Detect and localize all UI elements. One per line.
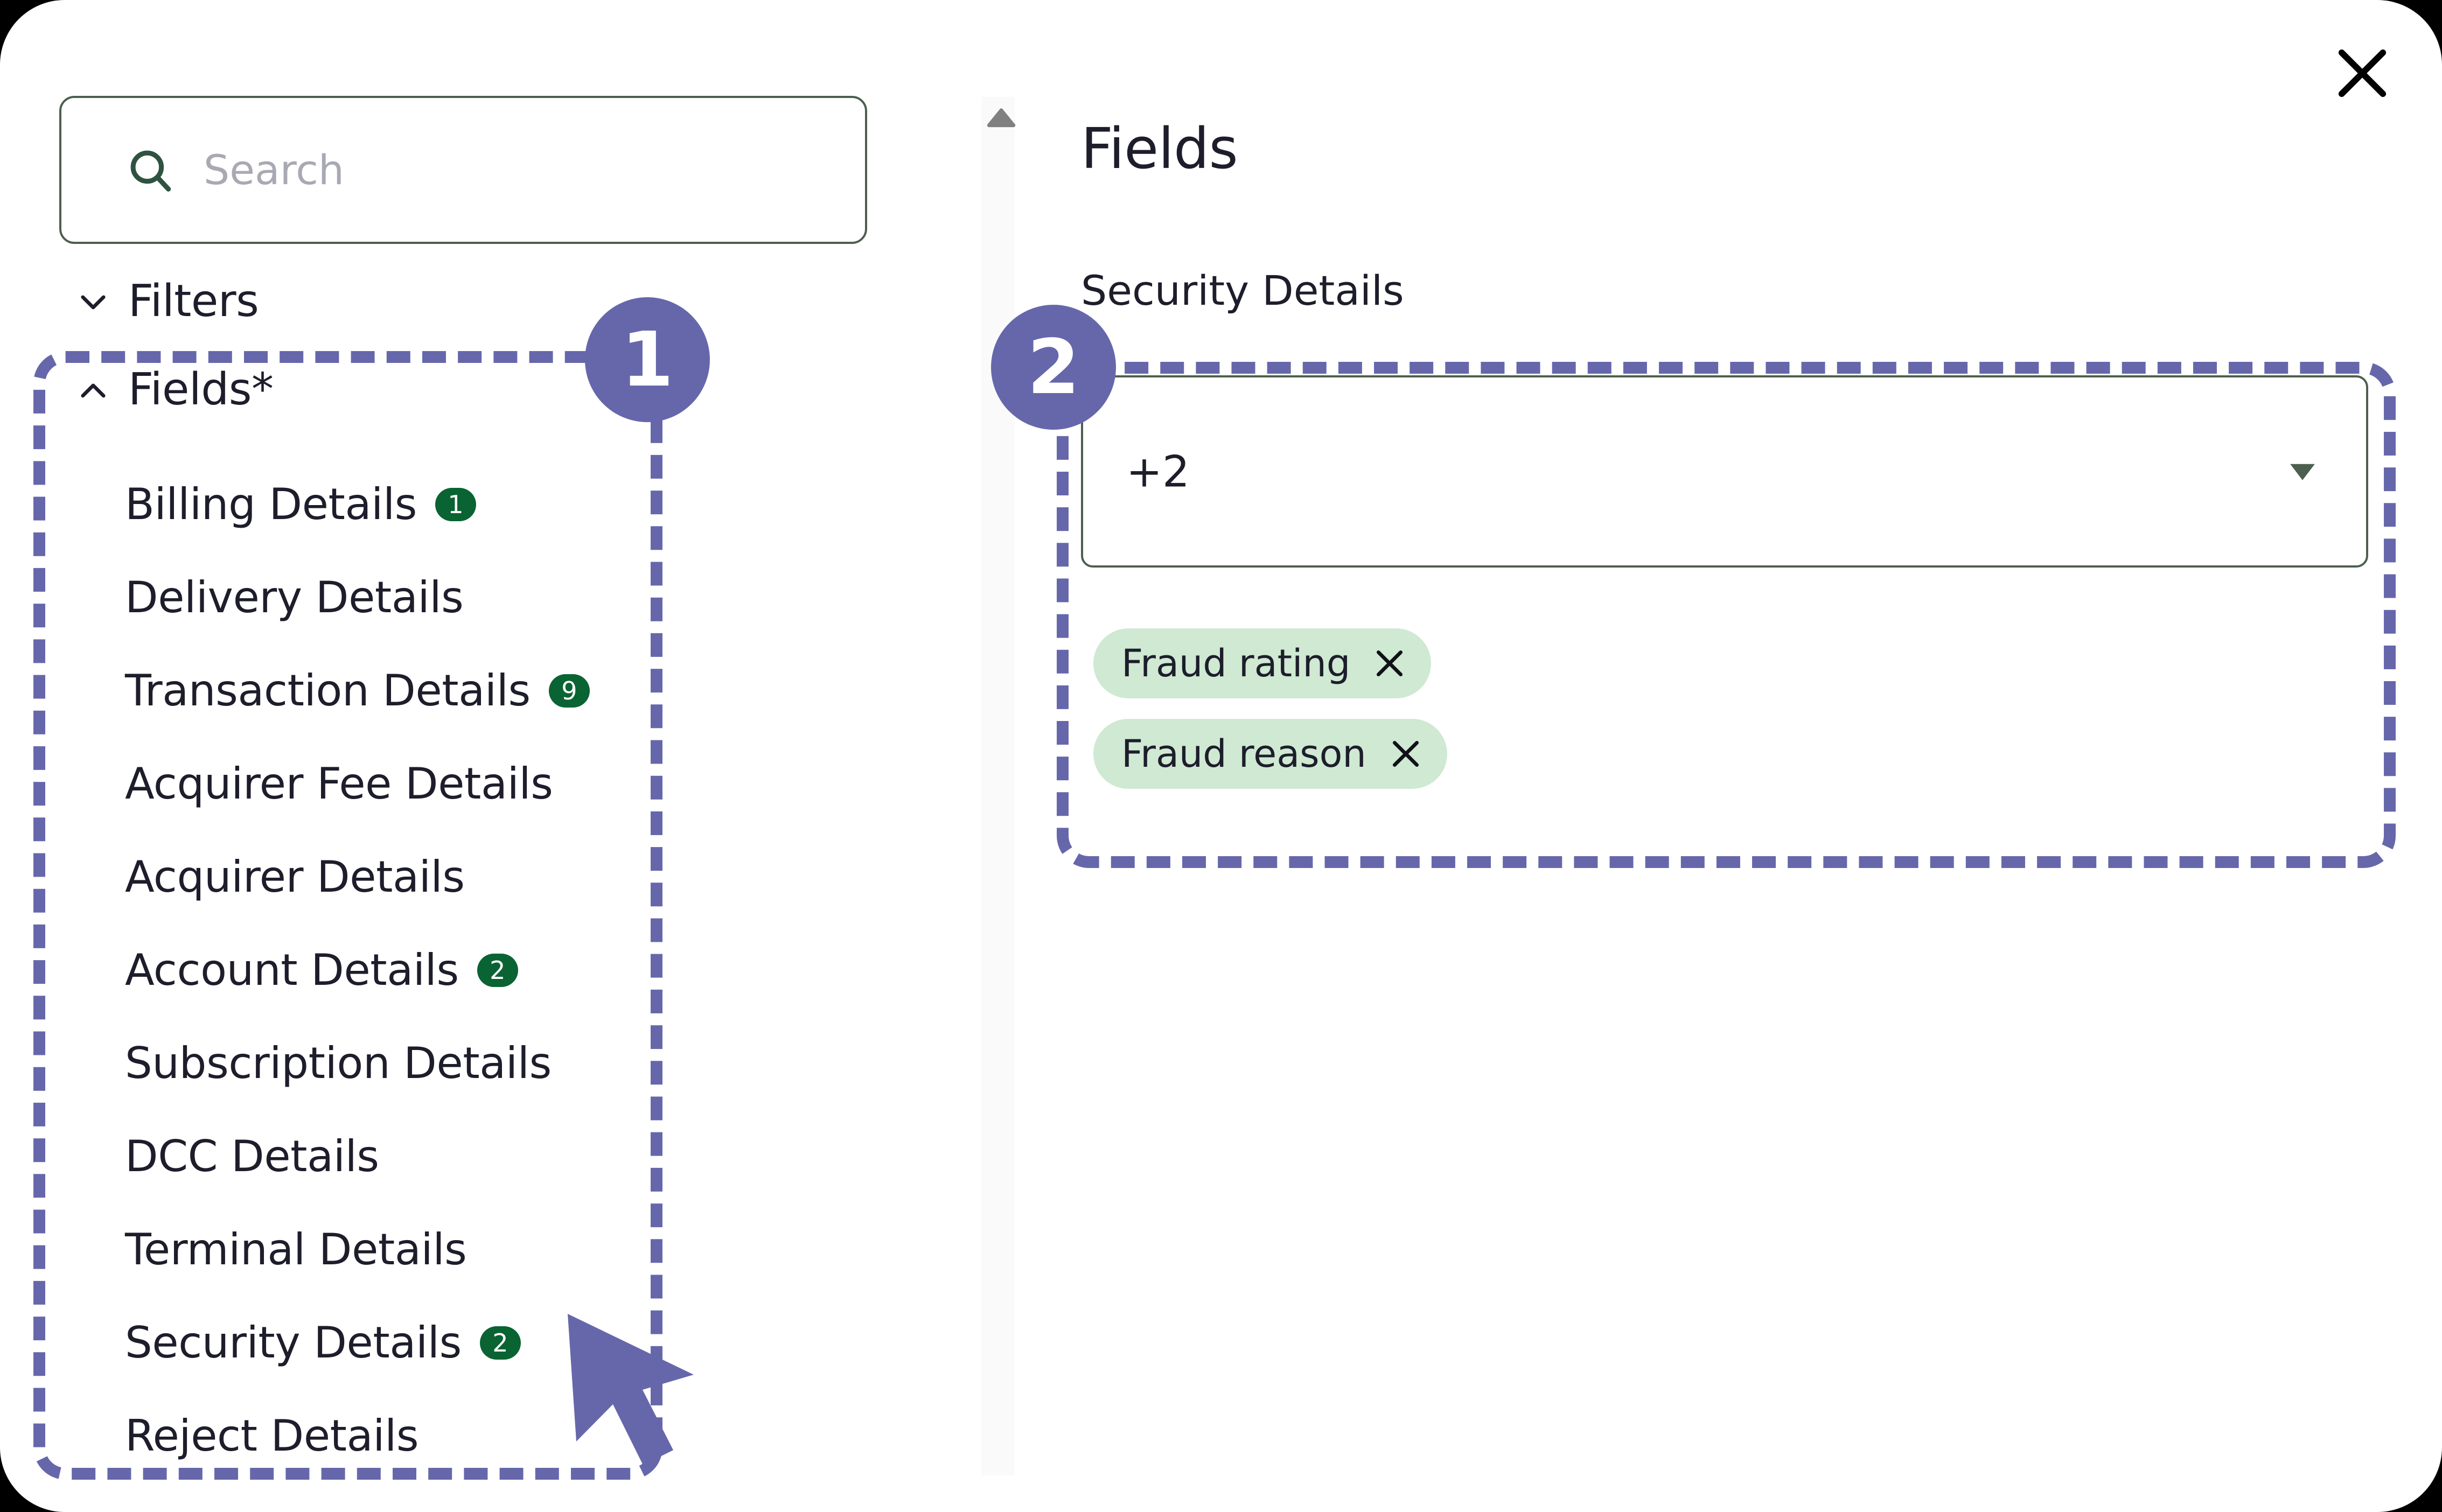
page-title: Fields [1081,116,1238,181]
search-box[interactable] [59,96,867,244]
field-group-list: Billing Details 1 Delivery Details Trans… [125,458,744,1482]
list-item-subscription-details[interactable]: Subscription Details [125,1017,744,1110]
chip-label: Fraud rating [1121,641,1351,685]
list-item-terminal-details[interactable]: Terminal Details [125,1203,744,1296]
status-badge: 2 [477,953,518,987]
list-item-acquirer-fee-details[interactable]: Acquirer Fee Details [125,737,744,830]
chevron-down-icon [81,295,106,309]
multiselect-value: +2 [1126,446,1190,496]
selected-fields-chip-list: Fraud rating Fraud reason [1093,628,1447,809]
list-item-label: Billing Details [125,479,417,529]
search-icon [130,150,171,192]
chevron-down-icon[interactable] [2286,461,2319,482]
list-item-billing-details[interactable]: Billing Details 1 [125,458,744,551]
chip-fraud-rating[interactable]: Fraud rating [1093,628,1432,698]
chip-fraud-reason[interactable]: Fraud reason [1093,719,1447,789]
list-item-label: Acquirer Fee Details [125,759,553,809]
list-item-label: Reject Details [125,1411,419,1461]
scrollbar-track[interactable] [981,97,1015,1475]
list-item-delivery-details[interactable]: Delivery Details [125,551,744,644]
chip-label: Fraud reason [1121,732,1366,776]
list-item-label: Acquirer Details [125,852,465,902]
list-item-account-details[interactable]: Account Details 2 [125,923,744,1017]
list-item-security-details[interactable]: Security Details 2 [125,1296,744,1389]
list-item-label: DCC Details [125,1131,379,1181]
list-item-label: Security Details [125,1318,462,1368]
left-filter-panel: Filters Fields* Billing Details 1 Delive… [0,0,969,1512]
section-header-fields-label: Fields* [128,364,274,415]
chip-row: Fraud rating [1093,628,1447,719]
fields-multiselect[interactable]: +2 [1081,375,2368,568]
close-icon[interactable] [1389,737,1422,771]
close-icon[interactable] [2333,44,2391,102]
chevron-up-icon [81,383,106,397]
list-item-transaction-details[interactable]: Transaction Details 9 [125,644,744,737]
chip-row: Fraud reason [1093,719,1447,809]
list-item-label: Subscription Details [125,1038,552,1088]
status-badge: 9 [548,674,590,708]
list-item-reject-details[interactable]: Reject Details [125,1389,744,1482]
section-header-filters[interactable]: Filters [75,276,259,327]
status-badge: 2 [479,1326,521,1360]
list-item-label: Terminal Details [125,1224,467,1275]
search-input[interactable] [204,146,796,194]
triangle-up-icon[interactable] [987,107,1016,128]
list-item-label: Account Details [125,945,459,995]
section-header-filters-label: Filters [128,276,259,327]
list-item-label: Delivery Details [125,572,464,622]
list-item-label: Transaction Details [125,666,531,716]
close-icon[interactable] [1373,647,1406,680]
status-badge: 1 [435,487,477,521]
right-detail-panel: Fields Security Details +2 Fraud rating [1056,0,2442,1512]
list-item-acquirer-details[interactable]: Acquirer Details [125,830,744,923]
list-item-dcc-details[interactable]: DCC Details [125,1110,744,1203]
field-group-label: Security Details [1081,267,1404,314]
section-header-fields[interactable]: Fields* [75,364,274,415]
